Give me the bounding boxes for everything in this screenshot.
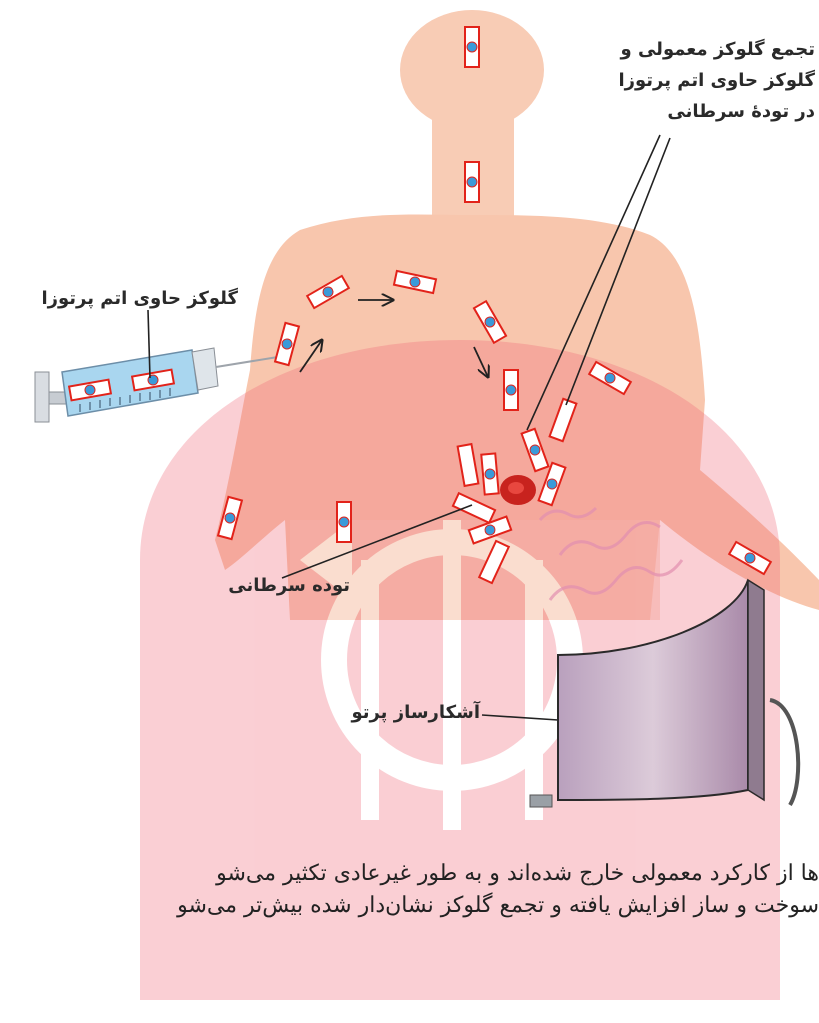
glucose-molecule <box>481 453 498 494</box>
accumulation-label-line: گلوکز حاوی اتم پرتوزا <box>575 65 815 96</box>
body-text-line: ها از کارکرد معمولی خارج شده‌اند و به طو… <box>0 858 819 890</box>
accumulation-label-line: در تودهٔ سرطانی <box>575 96 815 127</box>
glucose-molecule <box>465 27 479 67</box>
glucose-molecule <box>504 370 518 410</box>
radioactive-glucose-label: گلوکز حاوی اتم پرتوزا <box>28 288 238 309</box>
tumor <box>500 475 536 505</box>
accumulation-label-line: تجمع گلوکز معمولی و <box>575 34 815 65</box>
detector-label: آشکارساز پرتو <box>300 702 480 723</box>
glucose-molecule <box>465 162 479 202</box>
body-paragraph: ها از کارکرد معمولی خارج شده‌اند و به طو… <box>0 858 819 922</box>
body-text-line: سوخت و ساز افزایش یافته و تجمع گلوکز نشا… <box>0 890 819 922</box>
tumor-label: توده سرطانی <box>190 575 350 596</box>
glucose-molecule <box>337 502 351 542</box>
accumulation-label: تجمع گلوکز معمولی و گلوکز حاوی اتم پرتوز… <box>575 34 815 127</box>
